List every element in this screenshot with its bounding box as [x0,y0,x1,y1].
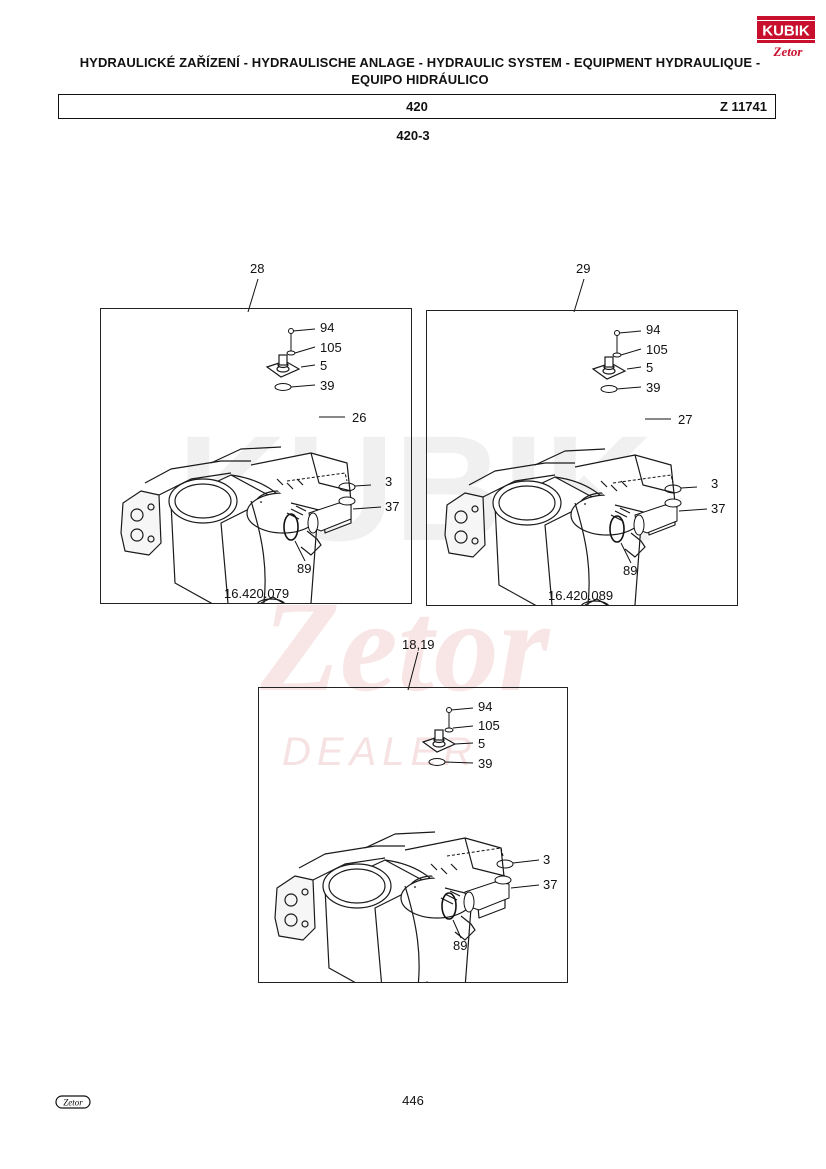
part-label-105: 105 [646,342,668,357]
diagram-ref-29: 29 [576,261,591,276]
part-label-3: 3 [711,476,719,491]
section-header-box: 420 Z 11741 [58,94,776,119]
part-label-89: 89 [453,938,468,953]
filter-assembly-illustration [120,328,382,603]
part-label-37: 37 [385,499,400,514]
part-label-89: 89 [297,561,312,576]
diagram-caption: 16.420.079 [224,586,290,601]
part-label-39: 39 [646,380,661,395]
logo-sub: Zetor [773,44,804,59]
section-number: 420 [406,99,428,114]
footer-logo-text: Zetor [63,1098,83,1108]
zetor-footer-logo: Zetor [55,1095,91,1109]
diagram-ref-18-19: 18,19 [402,637,435,652]
part-label-94: 94 [646,322,661,337]
diagram-panel-29: 94 105 5 39 27 3 37 89 16.420.089 [426,310,738,606]
kubik-logo: KUBIK Zetor [757,16,815,59]
page-number: 446 [402,1093,424,1108]
part-label-3: 3 [543,852,551,867]
title-line-2: EQUIPO HIDRÁULICO [351,72,489,87]
logo-brand: KUBIK [762,23,810,40]
page-title: HYDRAULICKÉ ZAŘÍZENÍ - HYDRAULISCHE ANLA… [40,54,800,88]
part-label-39: 39 [478,756,493,771]
filter-assembly-illustration [274,707,540,982]
part-label-94: 94 [320,320,335,335]
diagram-caption: 16.420.089 [548,588,614,603]
part-label-94: 94 [478,699,493,714]
title-line-1: HYDRAULICKÉ ZAŘÍZENÍ - HYDRAULISCHE ANLA… [79,55,761,70]
section-code: Z 11741 [720,99,767,114]
part-label-37: 37 [543,877,558,892]
part-label-body: 26 [352,410,367,425]
part-label-body: 27 [678,412,693,427]
part-label-3: 3 [385,474,393,489]
diagram-panel-18-19: 94 105 5 39 3 37 89 [258,687,568,983]
part-label-105: 105 [320,340,342,355]
part-label-89: 89 [623,563,638,578]
part-label-39: 39 [320,378,335,393]
filter-assembly-illustration [444,330,708,605]
part-label-37: 37 [711,501,726,516]
subsection-number: 420-3 [396,128,430,143]
part-label-5: 5 [320,358,328,373]
diagram-panel-28: 94 105 5 39 26 3 37 89 16.420.079 [100,308,412,604]
part-label-105: 105 [478,718,500,733]
diagram-ref-28: 28 [250,261,265,276]
part-label-5: 5 [646,360,654,375]
part-label-5: 5 [478,736,486,751]
